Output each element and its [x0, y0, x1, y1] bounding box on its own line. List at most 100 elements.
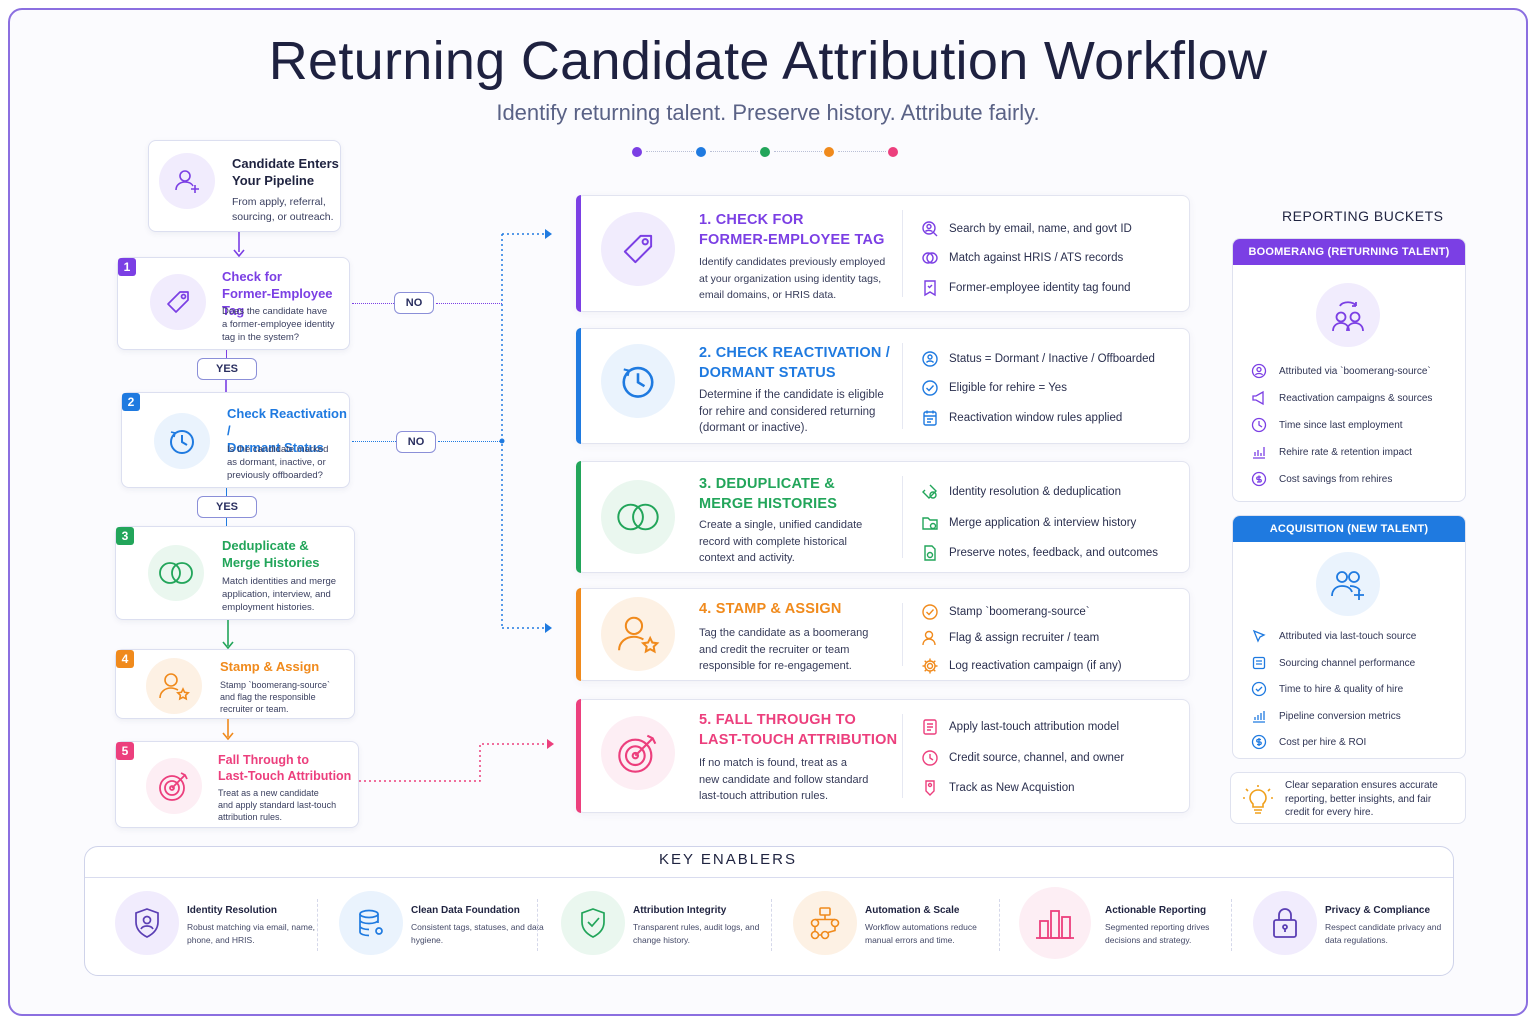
- clock-icon: [601, 344, 675, 418]
- detail-bullet: Identity resolution & deduplication: [921, 483, 1121, 501]
- detail-bullet: Preserve notes, feedback, and outcomes: [921, 544, 1158, 562]
- bucket-item: Attributed via `boomerang-source`: [1251, 363, 1431, 379]
- insight-tip: Clear separation ensures accurate report…: [1230, 772, 1466, 824]
- detail-step-title: 3. DEDUPLICATE &MERGE HISTORIES: [699, 476, 838, 512]
- bucket-item: Time since last employment: [1251, 417, 1403, 433]
- user-flag-icon: [922, 630, 936, 646]
- clock-icon: [154, 413, 210, 469]
- no-connector: [436, 303, 502, 304]
- header-dot-connector: [774, 151, 822, 152]
- divider: [902, 210, 903, 297]
- bucket-item: Pipeline conversion metrics: [1251, 708, 1401, 724]
- no-label: NO: [394, 292, 434, 314]
- detail-step-4: 4. STAMP & ASSIGN Tag the candidate as a…: [576, 588, 1190, 681]
- coin-gear-icon: [1251, 471, 1267, 487]
- detail-bullet: Log reactivation campaign (if any): [921, 657, 1122, 675]
- workflow-icon: [793, 891, 857, 955]
- enabler-title: Actionable Reporting: [1105, 905, 1207, 916]
- enabler-desc: Segmented reporting drives decisions and…: [1105, 922, 1210, 945]
- flow-step-title: Check Reactivation /Dormant Status: [227, 406, 347, 455]
- user-add-icon: [159, 153, 215, 209]
- step-number-badge: 1: [118, 258, 136, 276]
- detail-bullet: Match against HRIS / ATS records: [921, 249, 1123, 267]
- flow-connector: [226, 488, 227, 496]
- bucket-item: Cost savings from rehires: [1251, 471, 1392, 487]
- yes-label: YES: [197, 358, 257, 380]
- check-circle-icon: [1251, 681, 1267, 697]
- clock-icon: [922, 750, 938, 766]
- flow-step-title: Deduplicate &Merge Histories: [222, 538, 320, 570]
- lightbulb-icon: [1243, 785, 1273, 814]
- header-dot-connector: [838, 151, 886, 152]
- enabler-title: Automation & Scale: [865, 905, 960, 916]
- detail-bullet: Reactivation window rules applied: [921, 409, 1122, 427]
- flow-step-3: 3 Deduplicate &Merge Histories Match ide…: [115, 526, 355, 620]
- tip-text: Clear separation ensures accurate report…: [1285, 780, 1438, 818]
- page-subtitle: Identify returning talent. Preserve hist…: [496, 100, 1040, 125]
- tag-icon: [925, 780, 935, 796]
- megaphone-icon: [1252, 390, 1264, 406]
- users-add-icon: [1316, 552, 1380, 616]
- divider: [999, 899, 1000, 951]
- detail-step-title: 4. STAMP & ASSIGN: [699, 601, 842, 617]
- detail-bullet: Eligible for rehire = Yes: [921, 379, 1067, 397]
- header-dot: [824, 147, 834, 157]
- bucket-item: Reactivation campaigns & sources: [1251, 390, 1432, 406]
- user-star-icon: [601, 597, 675, 671]
- divider: [1231, 899, 1232, 951]
- header-dot: [696, 147, 706, 157]
- bar-chart-icon: [1253, 447, 1265, 459]
- flow-arrow: [222, 620, 234, 650]
- detail-bullet: Flag & assign recruiter / team: [921, 629, 1099, 647]
- key-enablers-heading: KEY ENABLERS: [659, 851, 797, 868]
- enabler-title: Privacy & Compliance: [1325, 905, 1431, 916]
- bucket-item: Sourcing channel performance: [1251, 655, 1415, 671]
- flow-step-4: 4 Stamp & Assign Stamp `boomerang-source…: [115, 649, 355, 719]
- step-accent-bar: [576, 699, 581, 813]
- flow-connector: [226, 350, 227, 358]
- divider: [317, 899, 318, 951]
- user-star-icon: [146, 658, 202, 714]
- step-number-badge: 4: [116, 650, 134, 668]
- bucket-item: Cost per hire & ROI: [1251, 734, 1366, 750]
- divider: [902, 343, 903, 429]
- detail-bullet: Merge application & interview history: [921, 514, 1136, 532]
- users-return-icon: [1316, 283, 1380, 347]
- page-title: Returning Candidate Attribution Workflow: [268, 31, 1268, 91]
- step-accent-bar: [576, 588, 581, 681]
- enabler-desc: Respect candidate privacy and data regul…: [1325, 922, 1442, 945]
- flow-step-2: 2 Check Reactivation /Dormant Status Is …: [121, 392, 350, 488]
- boomerang-bucket: BOOMERANG (RETURNING TALENT) Attributed …: [1232, 238, 1466, 502]
- detail-step-3: 3. DEDUPLICATE &MERGE HISTORIES Create a…: [576, 461, 1190, 573]
- enabler-desc: Workflow automations reduce manual error…: [865, 922, 977, 945]
- no-connector: [438, 441, 502, 442]
- header-dot: [888, 147, 898, 157]
- clock-icon: [1251, 417, 1267, 433]
- divider: [902, 476, 903, 558]
- flow-arrow: [222, 719, 234, 741]
- step-accent-bar: [576, 328, 581, 444]
- shield-user-icon: [115, 891, 179, 955]
- reporting-heading: REPORTING BUCKETS: [1282, 208, 1444, 224]
- branch-connector: [499, 229, 552, 633]
- no-connector: [352, 303, 394, 304]
- detail-step-2: 2. CHECK REACTIVATION /DORMANT STATUS De…: [576, 328, 1190, 444]
- database-icon: [339, 891, 403, 955]
- enabler-title: Attribution Integrity: [633, 905, 727, 916]
- identity-icon: [922, 484, 937, 499]
- document-icon: [924, 545, 936, 561]
- key-enablers-panel: KEY ENABLERS Identity Resolution Robust …: [84, 846, 1454, 976]
- step-number-badge: 3: [116, 527, 134, 545]
